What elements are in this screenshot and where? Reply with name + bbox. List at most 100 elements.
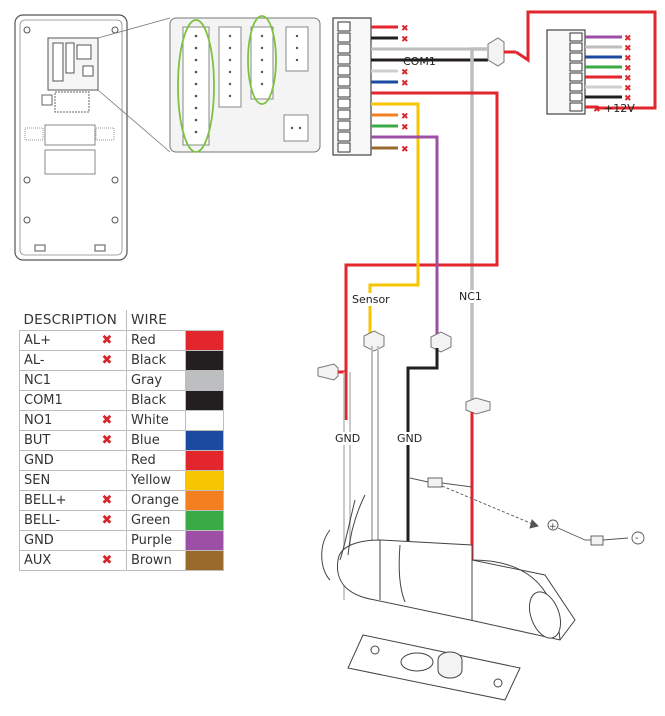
wire-color-cell: Green: [126, 510, 186, 531]
wire-color-cell: White: [126, 410, 186, 431]
x-mark-icon: [88, 370, 127, 391]
x-mark-icon: ✖: [88, 430, 127, 451]
description-cell: SEN: [19, 470, 88, 491]
wire-stubs: [371, 25, 488, 150]
wire-color-cell: Black: [126, 350, 186, 371]
table-header-row: DESCRIPTION WIRE: [19, 310, 224, 331]
svg-text:✖: ✖: [624, 34, 632, 44]
plus-sign: +: [549, 522, 557, 532]
svg-text:✖: ✖: [401, 68, 409, 78]
gray-nc1-wire: [470, 47, 488, 402]
description-cell: AL+: [19, 330, 88, 351]
gnd-right-label: GND: [397, 432, 422, 445]
x-mark-icon: ✖: [88, 490, 127, 511]
highlight-ellipse-1: [177, 19, 215, 153]
plus-12v-label: +12V: [604, 102, 635, 115]
strike-plate: [347, 634, 521, 701]
wire-color-cell: Red: [126, 330, 186, 351]
svg-text:✖: ✖: [401, 24, 409, 34]
x-mark-icon: ✖: [88, 550, 127, 571]
table-row: SEN Yellow: [19, 470, 224, 491]
description-cell: GND: [19, 450, 88, 471]
wire-color-cell: Red: [126, 450, 186, 471]
table-row: AUX✖Brown: [19, 550, 224, 571]
x-mark-icon: [88, 450, 127, 471]
gnd-left-label: GND: [335, 432, 360, 445]
wire-header: WIRE: [131, 312, 168, 328]
svg-text:✖: ✖: [624, 44, 632, 54]
table-row: NC1 Gray: [19, 370, 224, 391]
table-row: GND Purple: [19, 530, 224, 551]
zoom-line-bottom: [97, 89, 171, 153]
svg-text:✖: ✖: [624, 94, 632, 104]
highlight-ellipse-2: [247, 15, 277, 105]
board-zoom: [169, 15, 321, 153]
description-cell: NC1: [19, 370, 88, 391]
sensor-label: Sensor: [352, 293, 390, 306]
description-cell: AUX: [19, 550, 88, 571]
x-mark-icon: ✖: [88, 410, 127, 431]
x-mark-icon: ✖: [88, 330, 127, 351]
svg-text:✖: ✖: [401, 112, 409, 122]
table-row: BELL+✖Orange: [19, 490, 224, 511]
svg-text:✖: ✖: [401, 145, 409, 155]
svg-text:✖: ✖: [401, 79, 409, 89]
wire-color-cell: Blue: [126, 430, 186, 451]
diode-component: [409, 477, 645, 546]
x-mark-icon: [88, 530, 127, 551]
main-connector: [332, 17, 372, 156]
table-row: AL+✖Red: [19, 330, 224, 351]
wire-color-cell: Purple: [126, 530, 186, 551]
color-swatch: [185, 390, 224, 411]
table-row: GND Red: [19, 450, 224, 471]
wire-color-cell: Yellow: [126, 470, 186, 491]
svg-text:✖: ✖: [624, 74, 632, 84]
red-12v-wire: [515, 10, 657, 110]
color-swatch: [185, 470, 224, 491]
table-row: NO1✖White: [19, 410, 224, 431]
color-swatch: [185, 370, 224, 391]
x-marks-main: ✖✖ ✖✖ ✖✖ ✖: [401, 24, 409, 155]
description-cell: BELL-: [19, 510, 88, 531]
svg-text:✖: ✖: [624, 54, 632, 64]
right-connector: ✖✖✖ ✖✖✖ ✖✖: [546, 29, 632, 115]
svg-text:✖: ✖: [624, 64, 632, 74]
electric-lock: [321, 494, 576, 641]
description-cell: BUT: [19, 430, 88, 451]
svg-text:✖: ✖: [401, 35, 409, 45]
description-cell: GND: [19, 530, 88, 551]
wire-color-cell: Black: [126, 390, 186, 411]
x-mark-icon: [88, 390, 127, 411]
device-front-panel: [14, 14, 128, 261]
color-swatch: [185, 350, 224, 371]
description-cell: NO1: [19, 410, 88, 431]
color-swatch: [185, 530, 224, 551]
svg-text:✖: ✖: [401, 123, 409, 133]
description-header: DESCRIPTION: [19, 310, 127, 331]
wire-color-cell: Brown: [126, 550, 186, 571]
color-swatch: [185, 450, 224, 471]
color-swatch: [185, 510, 224, 531]
purple-gnd-wire: [371, 135, 439, 338]
com1-label: COM1: [403, 55, 436, 68]
svg-text:✖: ✖: [593, 105, 601, 115]
nc1-label: NC1: [459, 290, 482, 303]
red-gnd-wire: [344, 91, 499, 365]
svg-text:✖: ✖: [624, 84, 632, 94]
color-swatch: [185, 490, 224, 511]
lock-wires: [338, 346, 474, 600]
x-mark-icon: ✖: [88, 350, 127, 371]
table-row: AL-✖Black: [19, 350, 224, 371]
zoom-line-top: [97, 17, 171, 39]
description-cell: AL-: [19, 350, 88, 371]
color-swatch: [185, 410, 224, 431]
table-row: BUT✖Blue: [19, 430, 224, 451]
wire-color-cell: Gray: [126, 370, 186, 391]
top-splice: [487, 37, 516, 67]
wire-color-cell: Orange: [126, 490, 186, 511]
x-mark-icon: [88, 470, 127, 491]
